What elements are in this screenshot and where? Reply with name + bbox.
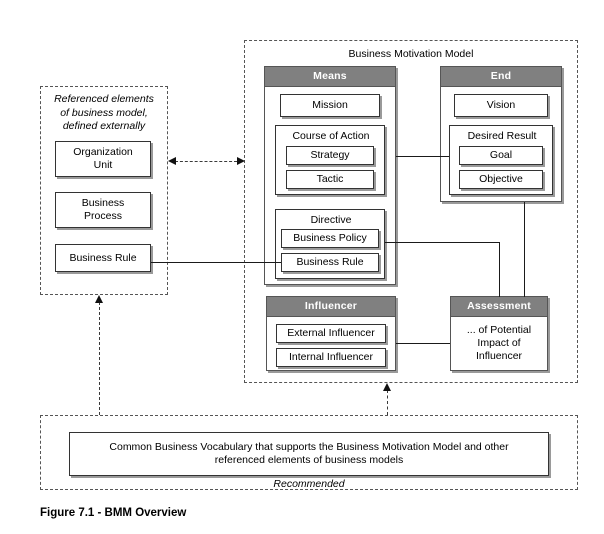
business-process-line-1: Business	[81, 197, 125, 209]
organization-unit-line-1: Organization	[73, 146, 133, 158]
category-influencer-header: Influencer	[267, 297, 395, 317]
box-objective-label: Objective	[479, 173, 523, 185]
connector-influencer-to-assessment	[396, 343, 450, 344]
assessment-line-3: Influencer	[475, 349, 523, 362]
referenced-elements-panel	[40, 86, 168, 295]
box-internal-influencer[interactable]: Internal Influencer	[276, 348, 386, 367]
connector-business-rule-external-to-directive	[151, 262, 281, 263]
box-organization-unit[interactable]: Organization Unit	[55, 141, 151, 177]
vocabulary-panel-footer: Recommended	[273, 478, 345, 490]
figure-caption: Figure 7.1 - BMM Overview	[40, 507, 187, 519]
box-desired-result-label: Desired Result	[467, 130, 537, 142]
connector-vocabulary-to-bmm-panel	[387, 390, 388, 415]
connector-directive-to-assessment-horizontal	[385, 242, 499, 243]
box-tactic-label: Tactic	[316, 173, 344, 185]
box-mission[interactable]: Mission	[280, 94, 380, 117]
box-directive-label: Directive	[310, 214, 352, 226]
referenced-elements-caption-line-2: of business model,	[60, 106, 148, 119]
connector-panels-dashed	[175, 161, 237, 162]
connector-end-to-assessment	[524, 202, 525, 297]
category-means-header: Means	[265, 67, 395, 87]
referenced-elements-caption-line-3: defined externally	[62, 120, 146, 132]
box-business-rule-external[interactable]: Business Rule	[55, 244, 151, 272]
organization-unit-line-2: Unit	[93, 159, 113, 171]
box-organization-unit-label: Organization Unit	[56, 142, 150, 176]
business-process-line-2: Process	[84, 210, 122, 222]
vocabulary-panel	[40, 415, 578, 490]
box-common-business-vocabulary[interactable]: Common Business Vocabulary that supports…	[69, 432, 549, 476]
box-goal[interactable]: Goal	[459, 146, 543, 165]
box-business-policy[interactable]: Business Policy	[281, 229, 379, 248]
box-tactic[interactable]: Tactic	[286, 170, 374, 189]
assessment-line-2: Impact of	[477, 336, 521, 349]
box-business-process-label: Business Process	[56, 193, 150, 227]
assessment-body-text: ... of Potential Impact of Influencer	[450, 317, 548, 369]
arrow-up-icon-right	[383, 383, 391, 391]
arrow-right-icon	[237, 157, 245, 165]
box-strategy[interactable]: Strategy	[286, 146, 374, 165]
connector-directive-to-assessment-vertical	[499, 242, 500, 297]
box-business-rule-directive[interactable]: Business Rule	[281, 253, 379, 272]
bmm-panel-title: Business Motivation Model	[348, 48, 474, 60]
category-assessment-header: Assessment	[451, 297, 547, 317]
box-vision-label: Vision	[486, 99, 516, 111]
category-end-header: End	[441, 67, 561, 87]
box-business-policy-label: Business Policy	[293, 232, 367, 244]
box-business-rule-external-label: Business Rule	[69, 251, 137, 264]
bmm-panel	[244, 40, 578, 383]
box-external-influencer-label: External Influencer	[287, 327, 375, 339]
connector-vocabulary-to-referenced-panel	[99, 302, 100, 415]
box-objective[interactable]: Objective	[459, 170, 543, 189]
box-internal-influencer-label: Internal Influencer	[288, 351, 374, 363]
box-business-rule-directive-label: Business Rule	[296, 256, 364, 268]
box-business-process[interactable]: Business Process	[55, 192, 151, 228]
box-common-business-vocabulary-label: Common Business Vocabulary that supports…	[109, 441, 509, 466]
box-mission-label: Mission	[312, 99, 348, 111]
arrow-left-icon	[168, 157, 176, 165]
referenced-elements-caption: Referenced elements of business model, d…	[40, 93, 168, 134]
referenced-elements-caption-line-1: Referenced elements	[54, 93, 154, 105]
box-strategy-label: Strategy	[310, 149, 350, 161]
connector-course-of-action-to-desired-result	[396, 156, 449, 157]
box-course-of-action-label: Course of Action	[292, 130, 370, 142]
box-goal-label: Goal	[489, 149, 513, 161]
category-assessment: Assessment	[450, 296, 548, 371]
assessment-line-1: ... of Potential	[466, 323, 532, 336]
arrow-up-icon-left	[95, 295, 103, 303]
box-vision[interactable]: Vision	[454, 94, 548, 117]
box-external-influencer[interactable]: External Influencer	[276, 324, 386, 343]
